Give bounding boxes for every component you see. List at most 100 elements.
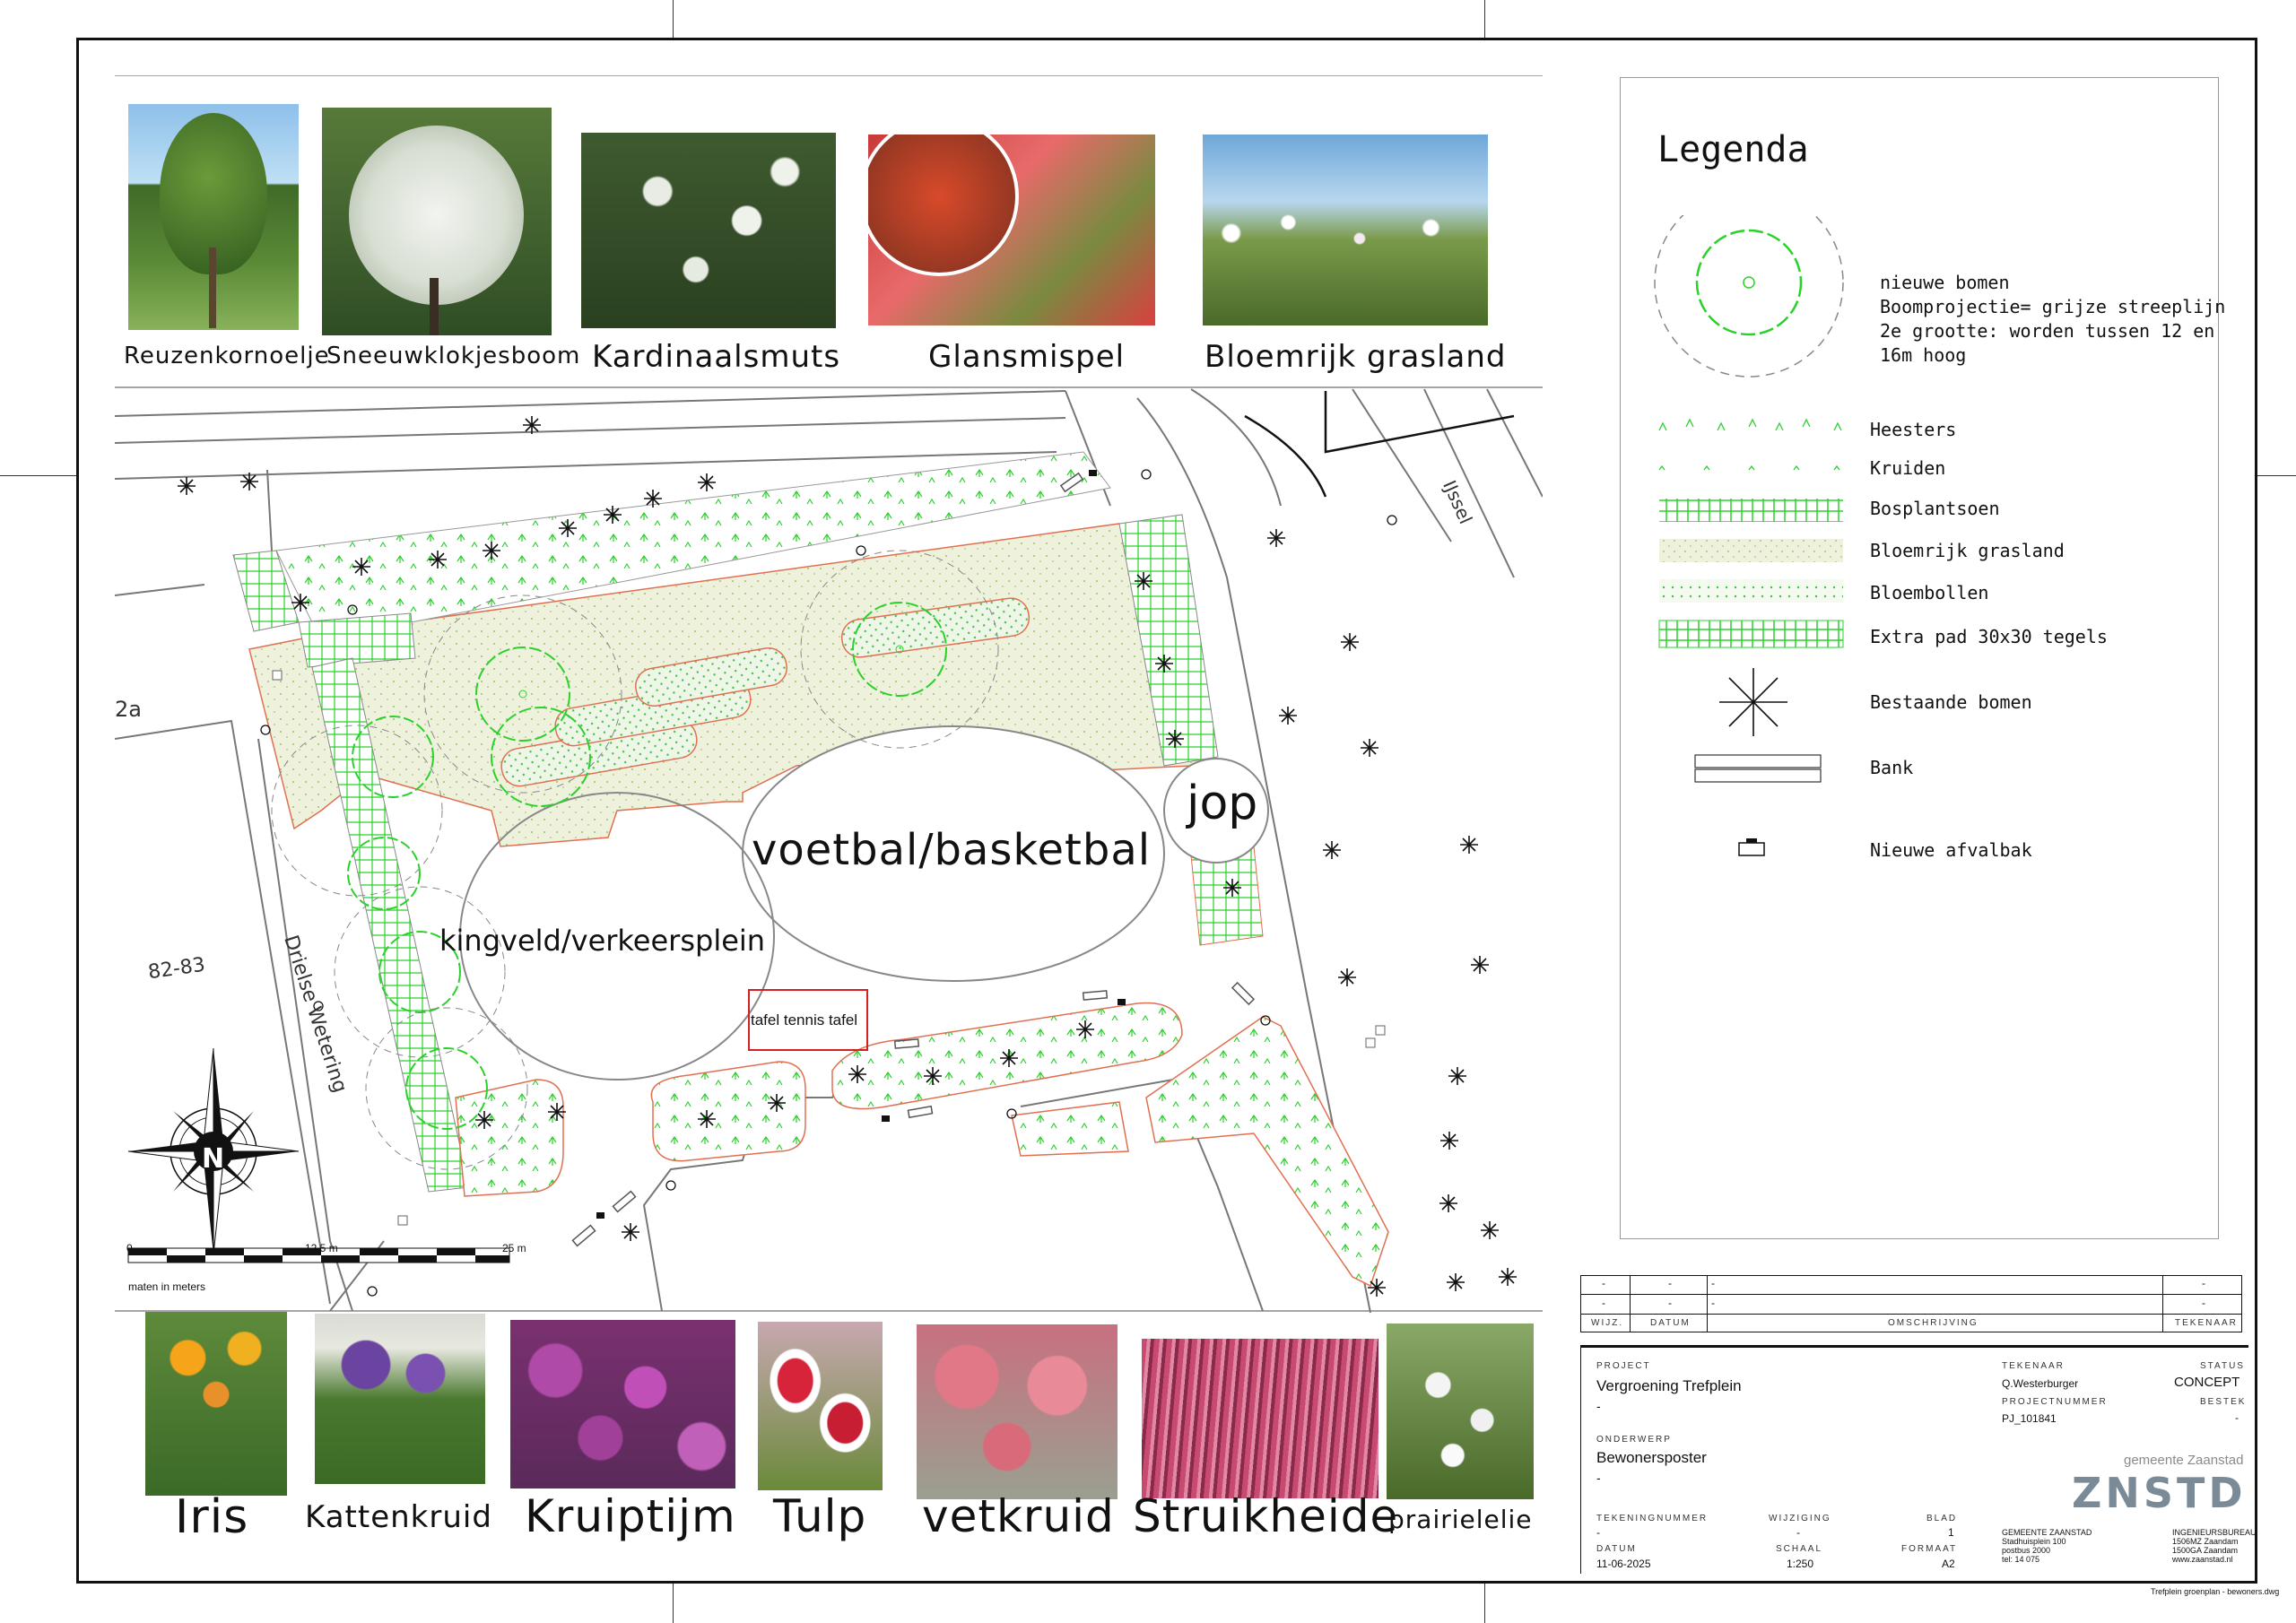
legend-tree-line-2: Boomprojectie= grijze streeplijn: [1880, 296, 2226, 317]
tb-bestek: -: [2235, 1411, 2239, 1424]
compass-rose: [127, 1047, 300, 1255]
tb-address-left-4: tel: 14 075: [2002, 1555, 2040, 1564]
tb-projectnummer: PJ_101841: [2002, 1412, 2057, 1425]
tb-tekenaar-label: TEKENAAR: [2002, 1361, 2065, 1371]
tb-bestek-label: BESTEK: [2200, 1397, 2247, 1407]
tulip-photo: [758, 1322, 883, 1490]
tb-datum: 11-06-2025: [1596, 1558, 1651, 1570]
tb-blad-label: BLAD: [1926, 1514, 1958, 1523]
white-shrub-photo: [581, 133, 836, 328]
white-blossom-tree-photo: [322, 108, 552, 335]
legend-item-extra-pad: Extra pad 30x30 tegels: [1870, 626, 2108, 647]
label-house-2a: 2a: [115, 697, 142, 722]
heather-photo: [1142, 1339, 1378, 1498]
tb-onderwerp-label: ONDERWERP: [1596, 1435, 1672, 1445]
tb-tekeningnummer: -: [1596, 1526, 1600, 1539]
trim-mark: [673, 0, 674, 38]
tb-onderwerp-sub: -: [1596, 1471, 1601, 1485]
legend-item-bloemrijk-grasland: Bloemrijk grasland: [1870, 540, 2065, 561]
rev-cell: -: [2202, 1297, 2205, 1309]
tb-datum-label: DATUM: [1596, 1544, 1637, 1554]
label-voetbal-basketbal: voetbal/basketbal: [752, 825, 1152, 875]
tb-project-sub: -: [1596, 1399, 1601, 1413]
photo-label-tulp: Tulp: [773, 1490, 867, 1542]
tb-formaat-label: FORMAAT: [1901, 1544, 1958, 1554]
legend-item-bloembollen: Bloembollen: [1870, 582, 1989, 603]
catmint-photo: [315, 1314, 485, 1484]
tb-address-right-1: INGENIEURSBUREAU: [2172, 1528, 2257, 1537]
tb-org: gemeente Zaanstad: [2124, 1453, 2244, 1468]
legend-title: Legenda: [1657, 129, 1809, 170]
label-kingveld: kingveld/verkeersplein: [439, 924, 766, 958]
tb-tekenaar: Q.Westerburger: [2002, 1377, 2079, 1390]
legend-item-bestaande-bomen: Bestaande bomen: [1870, 691, 2032, 713]
rev-cell: -: [1711, 1297, 1715, 1309]
trim-mark: [1484, 0, 1485, 38]
tb-blad: 1: [1948, 1526, 1954, 1539]
tb-address-left-3: postbus 2000: [2002, 1546, 2051, 1555]
scale-label-end: 25 m: [502, 1242, 526, 1254]
tb-tekeningnummer-label: TEKENINGNUMMER: [1596, 1514, 1709, 1523]
rev-cell: -: [1668, 1277, 1672, 1289]
photo-label-struikheide: Struikheide: [1133, 1490, 1399, 1542]
legend-tree-line-3: 2e grootte: worden tussen 12 en: [1880, 320, 2215, 342]
photo-label-reuzenkornoelje: Reuzenkornoelje: [124, 343, 330, 369]
photo-label-prairielelie: prairielelie: [1388, 1505, 1533, 1534]
tb-project: Vergroening Trefplein: [1596, 1377, 1742, 1394]
tree-photo: [128, 104, 299, 330]
tb-schaal: 1:250: [1787, 1558, 1814, 1570]
tb-wijziging-label: WIJZIGING: [1769, 1514, 1831, 1523]
camassia-photo: [1387, 1324, 1534, 1499]
rev-header-omschrijving: OMSCHRIJVING: [1888, 1318, 1979, 1328]
trim-mark: [2257, 475, 2296, 476]
tb-address-left-2: Stadhuisplein 100: [2002, 1537, 2066, 1546]
tb-project-label: PROJECT: [1596, 1361, 1651, 1371]
legend-item-kruiden: Kruiden: [1870, 457, 1946, 479]
photo-label-vetkruid: vetkruid: [922, 1490, 1115, 1542]
photo-label-glansmispel: Glansmispel: [928, 339, 1126, 375]
tb-projectnummer-label: PROJECTNUMMER: [2002, 1397, 2108, 1407]
photo-label-bloemrijk-grasland: Bloemrijk grasland: [1205, 339, 1507, 375]
label-tafel-tennis: tafel tennis tafel: [751, 1011, 858, 1028]
legend-symbols: [1654, 215, 1844, 856]
legend-item-bank: Bank: [1870, 757, 1914, 778]
rev-cell: -: [1602, 1297, 1605, 1309]
drawing-frame: [76, 38, 2257, 1584]
wildflower-meadow-photo: [1203, 135, 1488, 325]
scale-caption: maten in meters: [128, 1280, 206, 1293]
photo-label-iris: Iris: [175, 1490, 249, 1544]
tb-status-label: STATUS: [2200, 1361, 2245, 1371]
rev-cell: -: [2202, 1277, 2205, 1289]
tb-formaat: A2: [1942, 1558, 1955, 1570]
photo-label-sneeuwklokjesboom: Sneeuwklokjesboom: [326, 343, 581, 369]
label-jop: jop: [1187, 777, 1258, 830]
trim-mark: [673, 1584, 674, 1623]
tb-address-right-4: www.zaanstad.nl: [2172, 1555, 2233, 1564]
legend-item-nieuwe-afvalbak: Nieuwe afvalbak: [1870, 839, 2032, 861]
iris-photo: [145, 1312, 287, 1496]
legend-tree-line-1: nieuwe bomen: [1880, 272, 2010, 293]
compass-north-letter: N: [202, 1143, 225, 1175]
revision-table: [1580, 1275, 2242, 1332]
tb-onderwerp: Bewonersposter: [1596, 1449, 1707, 1466]
tb-wijziging: -: [1796, 1526, 1800, 1539]
site-plan-map: [115, 75, 1543, 1314]
rev-cell: -: [1602, 1277, 1605, 1289]
rev-cell: -: [1711, 1277, 1715, 1289]
sedum-photo: [917, 1324, 1118, 1499]
red-shrub-photo: [868, 135, 1155, 325]
photo-label-kardinaalsmuts: Kardinaalsmuts: [592, 339, 841, 375]
tb-status: CONCEPT: [2174, 1375, 2240, 1390]
tb-address-right-2: 1506MZ Zaandam: [2172, 1537, 2239, 1546]
rev-header-wijz: WIJZ.: [1591, 1318, 1624, 1328]
filename: Trefplein groenplan - bewoners.dwg: [2151, 1587, 2280, 1596]
legend-panel: [1620, 77, 2219, 1239]
legend-item-heesters: Heesters: [1870, 419, 1957, 440]
tb-address-left-1: GEMEENTE ZAANSTAD: [2002, 1528, 2092, 1537]
rev-cell: -: [1668, 1297, 1672, 1309]
rev-header-datum: DATUM: [1650, 1318, 1691, 1328]
scale-label-0: 0: [126, 1242, 133, 1254]
photo-label-kattenkruid: Kattenkruid: [305, 1499, 492, 1535]
title-block: [1580, 1345, 2248, 1574]
tb-logo: ZNSTD: [2072, 1469, 2247, 1517]
